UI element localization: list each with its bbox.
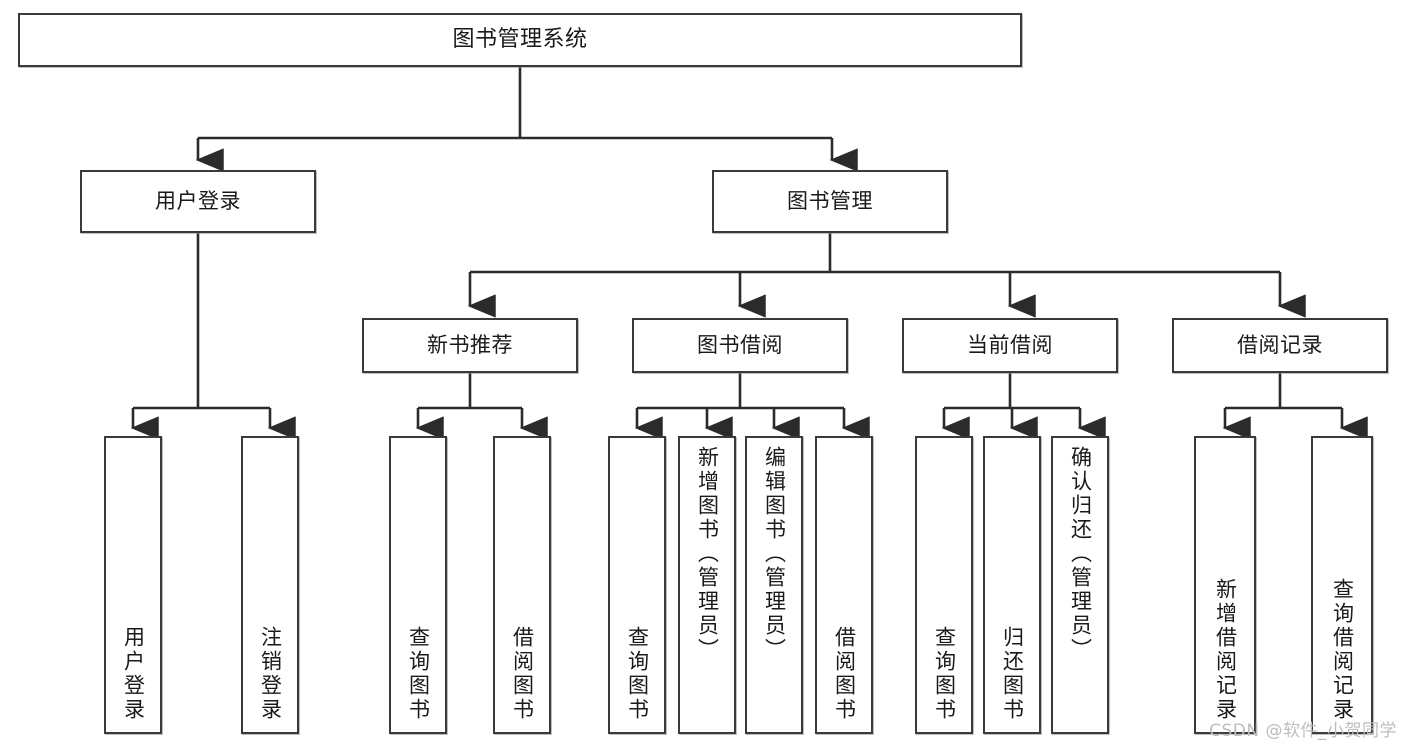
- node-user-login[interactable]: 用户登录: [80, 170, 316, 233]
- leaf-add-book-admin[interactable]: 新增图书（管理员）: [678, 436, 736, 734]
- leaf-user-logout[interactable]: 注销登录: [241, 436, 299, 734]
- node-book-borrow[interactable]: 图书借阅: [632, 318, 848, 373]
- node-label: 查询借阅记录: [1330, 578, 1355, 722]
- node-label: 图书管理系统: [452, 27, 588, 53]
- node-label: 用户登录: [155, 189, 241, 214]
- node-label: 图书借阅: [697, 333, 783, 358]
- leaf-return-book[interactable]: 归还图书: [983, 436, 1041, 734]
- node-label: 新增图书（管理员）: [695, 446, 720, 662]
- leaf-query-book-current[interactable]: 查询图书: [915, 436, 973, 734]
- node-label: 借阅图书: [510, 626, 535, 722]
- node-label: 图书管理: [787, 189, 873, 214]
- node-label: 新增借阅记录: [1213, 578, 1238, 722]
- node-label: 查询图书: [406, 626, 431, 722]
- leaf-borrow-book[interactable]: 借阅图书: [815, 436, 873, 734]
- csdn-watermark: CSDN @软件_小贺同学: [1209, 721, 1397, 741]
- node-label: 新书推荐: [427, 333, 513, 358]
- leaf-query-book-borrow[interactable]: 查询图书: [608, 436, 666, 734]
- leaf-query-book-recommend[interactable]: 查询图书: [389, 436, 447, 734]
- node-label: 查询图书: [932, 626, 957, 722]
- node-book-management[interactable]: 图书管理: [712, 170, 948, 233]
- node-new-book-recommend[interactable]: 新书推荐: [362, 318, 578, 373]
- node-label: 确认归还（管理员）: [1068, 446, 1093, 662]
- node-label: 归还图书: [1000, 626, 1025, 722]
- leaf-confirm-return-admin[interactable]: 确认归还（管理员）: [1051, 436, 1109, 734]
- node-label: 查询图书: [625, 626, 650, 722]
- node-label: 编辑图书（管理员）: [762, 446, 787, 662]
- leaf-query-borrow-record[interactable]: 查询借阅记录: [1311, 436, 1373, 734]
- node-current-borrow[interactable]: 当前借阅: [902, 318, 1118, 373]
- node-label: 借阅记录: [1237, 333, 1323, 358]
- node-root-book-management-system[interactable]: 图书管理系统: [18, 13, 1022, 67]
- node-label: 当前借阅: [967, 333, 1053, 358]
- node-label: 注销登录: [258, 626, 283, 722]
- node-borrow-record[interactable]: 借阅记录: [1172, 318, 1388, 373]
- node-label: 借阅图书: [832, 626, 857, 722]
- leaf-edit-book-admin[interactable]: 编辑图书（管理员）: [745, 436, 803, 734]
- node-label: 用户登录: [121, 626, 146, 722]
- leaf-add-borrow-record[interactable]: 新增借阅记录: [1194, 436, 1256, 734]
- leaf-user-login[interactable]: 用户登录: [104, 436, 162, 734]
- leaf-borrow-book-recommend[interactable]: 借阅图书: [493, 436, 551, 734]
